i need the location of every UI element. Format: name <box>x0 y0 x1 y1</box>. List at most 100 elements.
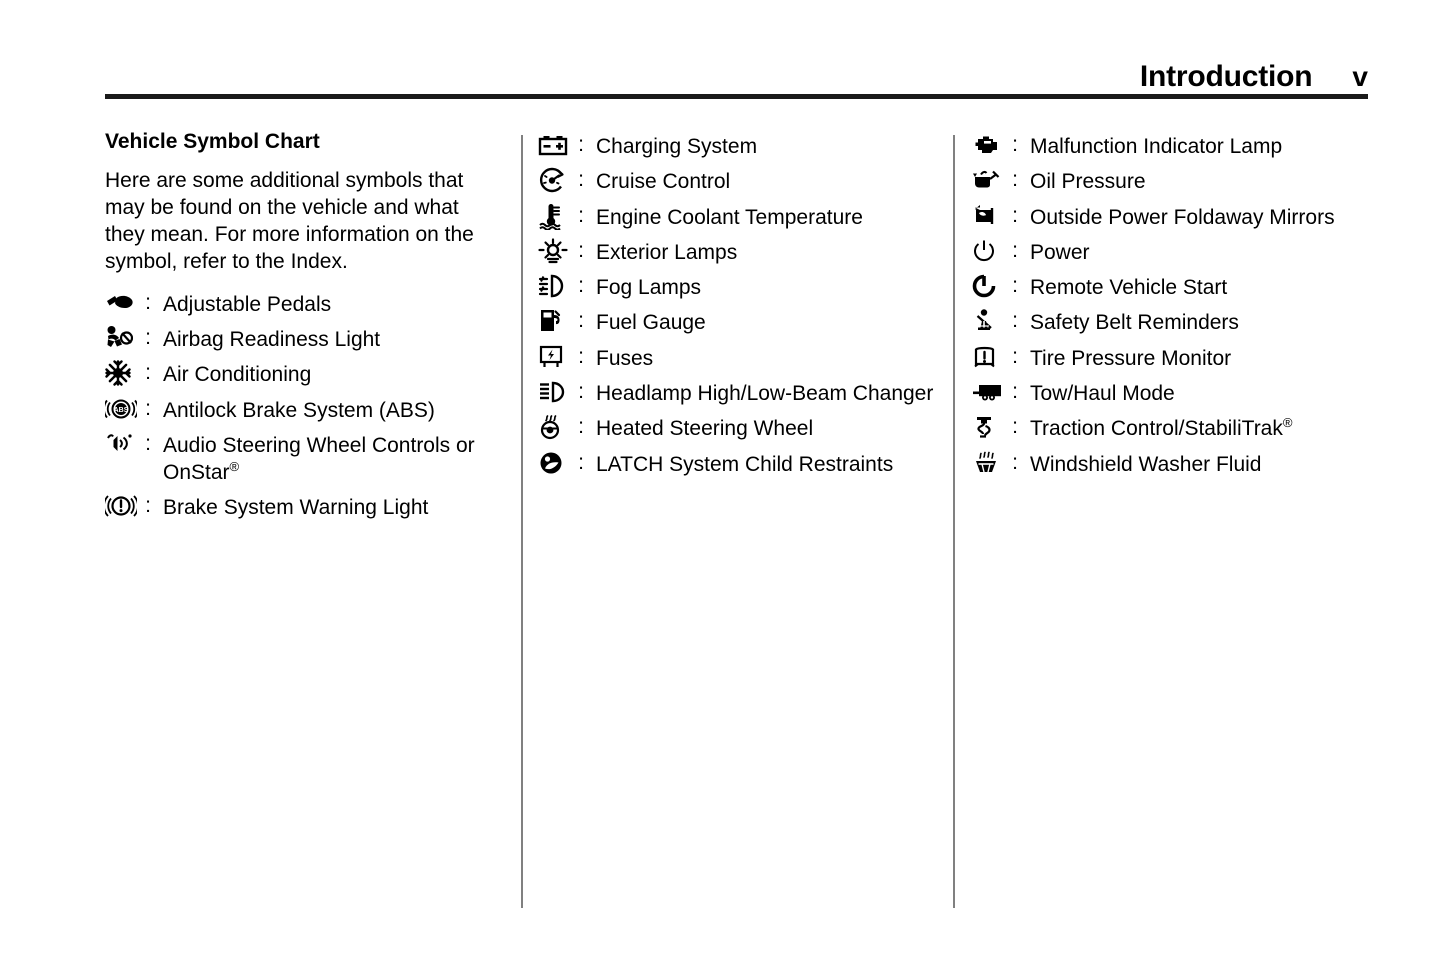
symbol-row: : Fuel Gauge <box>538 306 938 336</box>
symbol-separator: : <box>1012 238 1018 262</box>
symbol-label: Remote Vehicle Start <box>1030 276 1228 300</box>
symbol-row: : Charging System <box>538 130 938 160</box>
fuel-gauge-icon <box>538 306 572 336</box>
page-header: Introduction v <box>105 48 1368 99</box>
symbol-label: Windshield Washer Fluid <box>1030 452 1262 476</box>
symbol-list-2: : Charging System : Cruise C <box>538 130 938 478</box>
traction-control-stabilitrak-icon <box>972 412 1006 442</box>
symbol-row: : Heated Steering Wheel <box>538 412 938 442</box>
symbol-row: : Brake System Warning Light <box>105 491 505 521</box>
symbol-separator: : <box>1012 168 1018 192</box>
outside-power-foldaway-mirrors-icon <box>972 201 1006 231</box>
symbol-label: Adjustable Pedals <box>163 292 332 316</box>
symbol-row: : Tire Pressure Monitor <box>972 342 1372 372</box>
symbol-label: Headlamp High/Low-Beam Changer <box>596 382 934 406</box>
remote-vehicle-start-icon <box>972 271 1006 301</box>
symbol-label: Heated Steering Wheel <box>596 417 814 441</box>
symbol-label: Safety Belt Reminders <box>1030 311 1239 335</box>
symbol-row: : Engine Coolant Temperature <box>538 201 938 231</box>
symbol-row: : Windshield Washer Fluid <box>972 448 1372 478</box>
engine-coolant-temperature-icon <box>538 201 572 231</box>
column-2: : Charging System : Cruise C <box>538 130 938 483</box>
symbol-separator: : <box>578 344 584 368</box>
symbol-label: Traction Control/StabiliTrak® <box>1030 415 1293 441</box>
symbol-label: Brake System Warning Light <box>163 496 429 520</box>
symbol-separator: : <box>1012 274 1018 298</box>
svg-text:ABS: ABS <box>114 407 129 414</box>
symbol-row: : Adjustable Pedals <box>105 288 505 318</box>
symbol-label: LATCH System Child Restraints <box>596 452 894 476</box>
symbol-label: Charging System <box>596 135 758 158</box>
column-1: Vehicle Symbol Chart Here are some addit… <box>105 130 505 527</box>
symbol-separator: : <box>578 133 584 156</box>
registered-mark: ® <box>1282 415 1293 431</box>
cruise-control-icon <box>538 165 572 195</box>
fuses-icon <box>538 342 572 372</box>
symbol-list-3: : Malfunction Indicator Lamp : Oil Press… <box>972 130 1372 478</box>
latch-child-restraints-icon <box>538 448 572 478</box>
registered-mark: ® <box>229 459 240 475</box>
symbol-row: : Audio Steering Wheel Controls or OnSta… <box>105 429 505 487</box>
symbol-separator: : <box>145 325 151 349</box>
column-divider-2 <box>953 135 955 908</box>
symbol-label: Fuel Gauge <box>596 311 706 335</box>
symbol-label: Fuses <box>596 346 654 370</box>
symbol-label: Oil Pressure <box>1030 170 1146 194</box>
symbol-separator: : <box>578 380 584 404</box>
symbol-separator: : <box>1012 203 1018 227</box>
symbol-row: : Power <box>972 236 1372 266</box>
symbol-row: : Oil Pressure <box>972 165 1372 195</box>
charging-system-icon <box>538 130 572 160</box>
page-title: Introduction <box>1139 60 1313 93</box>
safety-belt-reminders-icon <box>972 306 1006 336</box>
tire-pressure-monitor-icon <box>972 342 1006 372</box>
symbol-label: Outside Power Foldaway Mirrors <box>1030 205 1335 229</box>
airbag-readiness-icon <box>105 323 139 353</box>
column-divider-1 <box>521 135 523 908</box>
symbol-separator: : <box>145 431 151 455</box>
symbol-separator: : <box>145 396 151 420</box>
section-title: Vehicle Symbol Chart <box>105 130 320 153</box>
symbol-label: Audio Steering Wheel Controls or OnStar® <box>163 433 475 485</box>
symbol-separator: : <box>1012 344 1018 368</box>
symbol-separator: : <box>578 450 584 474</box>
symbol-row: : Remote Vehicle Start <box>972 271 1372 301</box>
symbol-separator: : <box>1012 133 1018 156</box>
symbol-row: : Safety Belt Reminders <box>972 306 1372 336</box>
symbol-row: : Traction Control/StabiliTrak® <box>972 412 1372 442</box>
symbol-separator: : <box>578 274 584 298</box>
tow-haul-mode-icon <box>972 377 1006 407</box>
symbol-row: : Cruise Control <box>538 165 938 195</box>
symbol-label: Tow/Haul Mode <box>1030 382 1175 406</box>
symbol-separator: : <box>578 415 584 439</box>
symbol-separator: : <box>1012 380 1018 404</box>
symbol-chart-columns: Vehicle Symbol Chart Here are some addit… <box>0 130 1445 920</box>
oil-pressure-icon <box>972 165 1006 195</box>
symbol-separator: : <box>1012 450 1018 474</box>
symbol-row: : Malfunction Indicator Lamp <box>972 130 1372 160</box>
symbol-row: : LATCH System Child Restraints <box>538 448 938 478</box>
adjustable-pedals-icon <box>105 288 139 318</box>
symbol-label: Air Conditioning <box>163 363 312 387</box>
symbol-row: : Fuses <box>538 342 938 372</box>
symbol-label: Cruise Control <box>596 170 731 194</box>
fog-lamps-icon <box>538 271 572 301</box>
page-number: v <box>1352 61 1368 92</box>
symbol-separator: : <box>1012 309 1018 333</box>
symbol-row: : Fog Lamps <box>538 271 938 301</box>
exterior-lamps-icon <box>538 236 572 266</box>
symbol-label: Airbag Readiness Light <box>163 327 381 351</box>
air-conditioning-icon <box>105 358 139 388</box>
symbol-separator: : <box>578 203 584 227</box>
symbol-row: : Headlamp High/Low-Beam Changer <box>538 377 938 407</box>
symbol-label: Power <box>1030 240 1090 264</box>
symbol-row: : Exterior Lamps <box>538 236 938 266</box>
symbol-label: Exterior Lamps <box>596 240 738 264</box>
symbol-label: Engine Coolant Temperature <box>596 205 863 229</box>
symbol-row: : Airbag Readiness Light <box>105 323 505 353</box>
symbol-separator: : <box>145 361 151 385</box>
symbol-row: : Tow/Haul Mode <box>972 377 1372 407</box>
symbol-label: Tire Pressure Monitor <box>1030 346 1232 370</box>
symbol-list-1: : Adjustable Pedals : Airbag Readiness L… <box>105 288 505 522</box>
symbol-label: Antilock Brake System (ABS) <box>163 398 435 422</box>
